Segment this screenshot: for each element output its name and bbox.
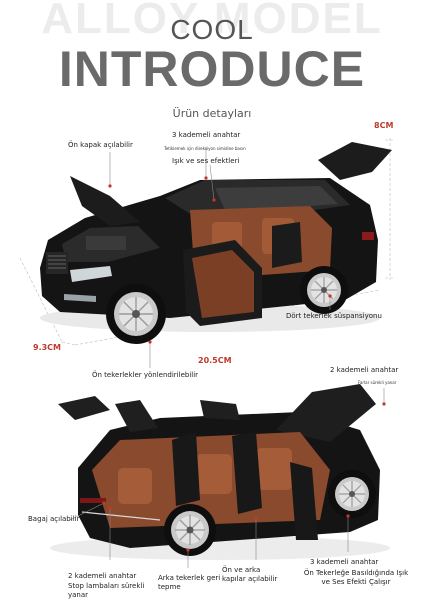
label-trunk-opens: Bagaj açılabilir [28,515,80,523]
label-3-stage-switch-bottom: 3 kademeli anahtar [310,558,379,566]
top-rear-wheel [300,266,348,314]
top-leader-lines [109,147,331,368]
top-front-wheel [106,284,166,344]
dimension-height: 8CM [374,121,394,130]
label-front-wheel-press-effect: Ön Tekerleğe Basıldığında Işık ve Ses Ef… [303,569,409,586]
label-stop-lamps: Stop lambaları sürekli yanar [68,582,145,599]
label-2-stage-switch-stop: 2 kademeli anahtar [68,572,137,580]
label-rear-wheel-pullback: Arka tekerlek geri tepme [158,574,221,591]
bottom-car-image [50,384,390,560]
page-title: INTRODUCE [58,41,366,97]
label-four-wheel-suspension: Dört tekerlek süspansiyonu [286,312,382,320]
product-details-subtitle: Ürün detayları [172,107,252,120]
bottom-rear-wheel [164,504,216,556]
label-hood-opens: Ön kapak açılabilir [68,141,133,149]
dimension-length: 20.5CM [198,356,232,365]
label-3-stage-switch: 3 kademeli anahtar [172,131,241,139]
label-headlights-note: Farlar sürekli yanar [358,380,397,385]
cool-heading: COOL [170,14,254,45]
bottom-front-wheel [328,470,376,518]
label-light-sound-effects: Işık ve ses efektleri [172,157,240,165]
label-3-stage-switch-note: Tetiklemek için direksiyon simidine bası… [164,146,246,151]
top-car-image [19,138,395,346]
dimension-width: 9.3CM [33,343,62,352]
label-2-stage-switch-headlights: 2 kademeli anahtar [330,366,399,374]
label-front-wheels-steerable: Ön tekerlekler yönlendirilebilir [92,371,199,379]
bottom-leader-lines [69,388,385,568]
background-watermark-text: ALLOY MODEL [41,0,383,43]
label-doors-open: Ön ve arka kapılar açılabilir [222,566,278,583]
